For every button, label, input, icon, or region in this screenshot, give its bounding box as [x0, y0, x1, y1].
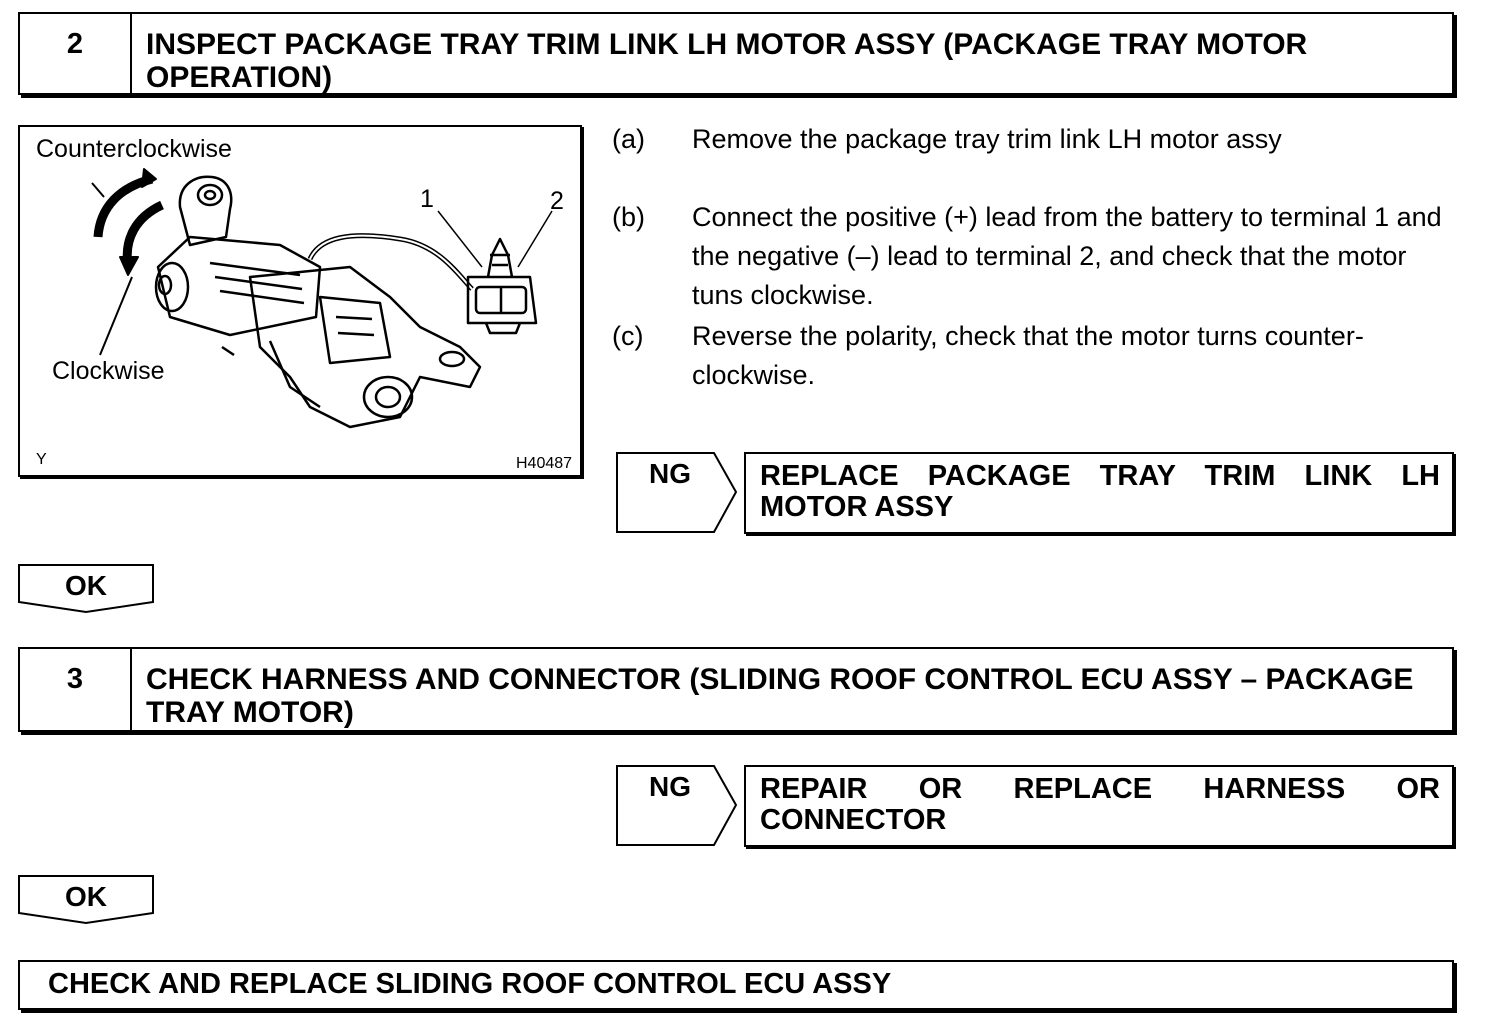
motor-illustration: Counterclockwise Clockwise 1 2 Y H40487	[18, 125, 582, 477]
step-title: INSPECT PACKAGE TRAY TRIM LINK LH MOTOR …	[146, 28, 1308, 94]
ng-branch-2: NG	[616, 765, 740, 847]
instruction-item: (c) Reverse the polarity, check that the…	[612, 317, 1462, 397]
ng-result-text: REPLACE PACKAGE TRAY TRIM LINK LH MOTOR …	[760, 460, 1440, 523]
step-number: 3	[20, 649, 132, 730]
step-number: 2	[20, 14, 132, 93]
terminal-1-label: 1	[420, 185, 434, 213]
step-title: CHECK HARNESS AND CONNECTOR (SLIDING ROO…	[146, 663, 1414, 729]
ng-result-text: REPAIR OR REPLACE HARNESS OR CONNECTOR	[760, 773, 1440, 836]
instruction-mark: (c)	[612, 321, 644, 351]
instruction-text: Connect the positive (+) lead from the b…	[692, 202, 1442, 310]
instruction-item: (b) Connect the positive (+) lead from t…	[612, 198, 1462, 318]
step-2-header: 2 INSPECT PACKAGE TRAY TRIM LINK LH MOTO…	[18, 12, 1454, 95]
ng-result-1: REPLACE PACKAGE TRAY TRIM LINK LH MOTOR …	[744, 452, 1454, 534]
step-3-header: 3 CHECK HARNESS AND CONNECTOR (SLIDING R…	[18, 647, 1454, 732]
counterclockwise-label: Counterclockwise	[36, 135, 232, 163]
instruction-text: Remove the package tray trim link LH mot…	[692, 124, 1282, 154]
ok-arrow-shape	[18, 564, 154, 614]
ng-result-2: REPAIR OR REPLACE HARNESS OR CONNECTOR	[744, 765, 1454, 847]
clockwise-label: Clockwise	[52, 357, 165, 385]
ng-branch-1: NG	[616, 452, 740, 534]
ng-label: NG	[649, 458, 691, 489]
ng-label: NG	[649, 771, 691, 802]
ng-arrow-shape	[616, 452, 738, 533]
terminal-2-label: 2	[550, 187, 564, 215]
ng-arrow-shape	[616, 765, 738, 846]
ok-arrow-shape	[18, 875, 154, 925]
instruction-item: (a) Remove the package tray trim link LH…	[612, 120, 1462, 160]
figure-code: H40487	[516, 455, 573, 472]
motor-drawing	[91, 168, 553, 429]
ok-label: OK	[65, 570, 107, 601]
final-step-box: CHECK AND REPLACE SLIDING ROOF CONTROL E…	[18, 960, 1454, 1010]
instruction-mark: (a)	[612, 124, 645, 154]
ok-branch-1: OK	[18, 564, 158, 614]
instruction-text: Reverse the polarity, check that the mot…	[692, 321, 1364, 390]
figure-corner-label: Y	[36, 451, 47, 468]
ok-branch-2: OK	[18, 875, 158, 925]
ok-label: OK	[65, 881, 107, 912]
final-step-title: CHECK AND REPLACE SLIDING ROOF CONTROL E…	[48, 968, 892, 1000]
instruction-mark: (b)	[612, 202, 645, 232]
